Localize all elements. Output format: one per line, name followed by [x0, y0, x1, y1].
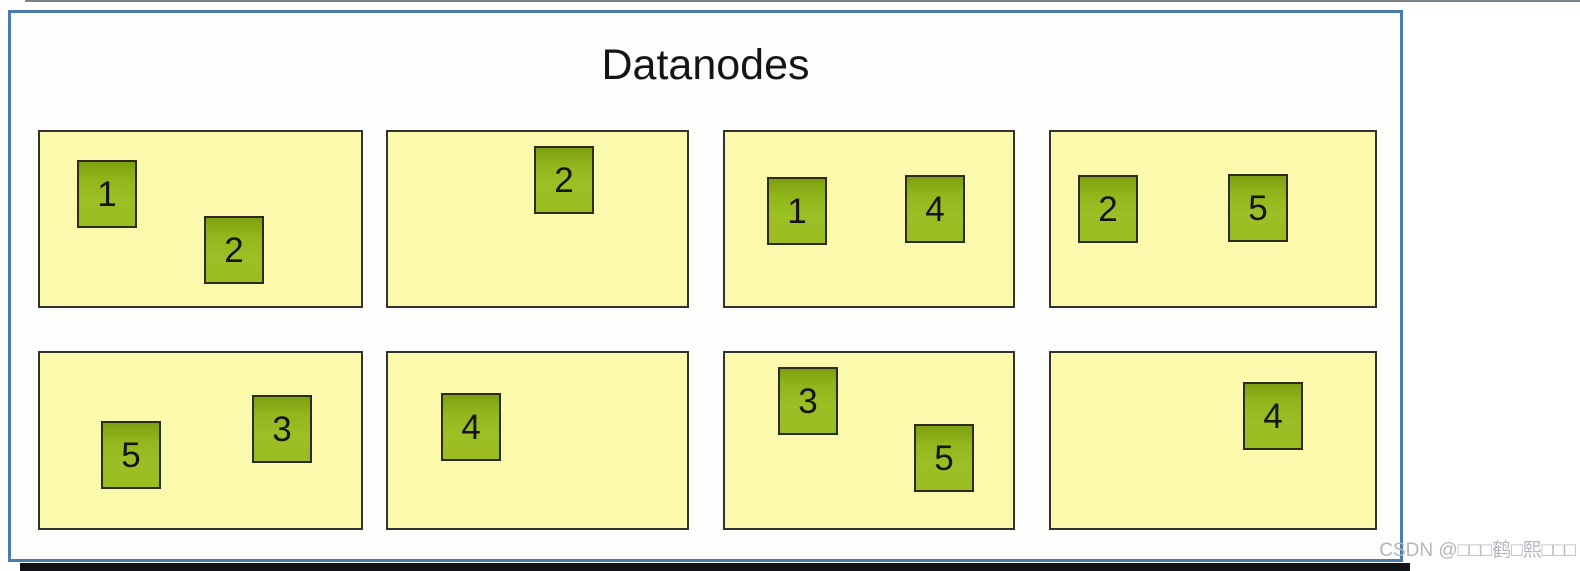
- block-label: 4: [461, 407, 481, 447]
- datanode-7-block-5: 5: [914, 424, 974, 492]
- block-label: 3: [798, 381, 818, 421]
- block-label: 5: [934, 438, 954, 478]
- datanode-1-block-1: 1: [77, 160, 137, 228]
- datanode-2-block-2: 2: [534, 146, 594, 214]
- datanode-2: 2: [386, 130, 689, 308]
- datanode-3-block-4: 4: [905, 175, 965, 243]
- block-label: 4: [925, 189, 945, 229]
- block-label: 4: [1263, 396, 1283, 436]
- datanode-3-block-1: 1: [767, 177, 827, 245]
- diagram-title: Datanodes: [601, 41, 810, 89]
- block-label: 1: [787, 191, 807, 231]
- block-label: 2: [224, 230, 244, 270]
- block-label: 5: [1248, 188, 1268, 228]
- datanode-5-block-3: 3: [252, 395, 312, 463]
- block-label: 2: [1098, 189, 1118, 229]
- datanode-1-block-2: 2: [204, 216, 264, 284]
- datanode-8: 4: [1049, 351, 1377, 530]
- bottom-edge-strip: [20, 563, 1410, 571]
- block-label: 2: [554, 160, 574, 200]
- datanode-4-block-2: 2: [1078, 175, 1138, 243]
- datanode-8-block-4: 4: [1243, 382, 1303, 450]
- block-label: 1: [97, 174, 117, 214]
- datanode-6: 4: [386, 351, 689, 530]
- csdn-watermark: CSDN @□□□鹤□熙□□□: [1379, 540, 1576, 561]
- datanode-6-block-4: 4: [441, 393, 501, 461]
- block-label: 5: [121, 435, 141, 475]
- datanode-5-block-5: 5: [101, 421, 161, 489]
- datanode-4-block-5: 5: [1228, 174, 1288, 242]
- block-label: 3: [272, 409, 292, 449]
- top-edge-line: [25, 0, 1580, 2]
- datanode-7-block-3: 3: [778, 367, 838, 435]
